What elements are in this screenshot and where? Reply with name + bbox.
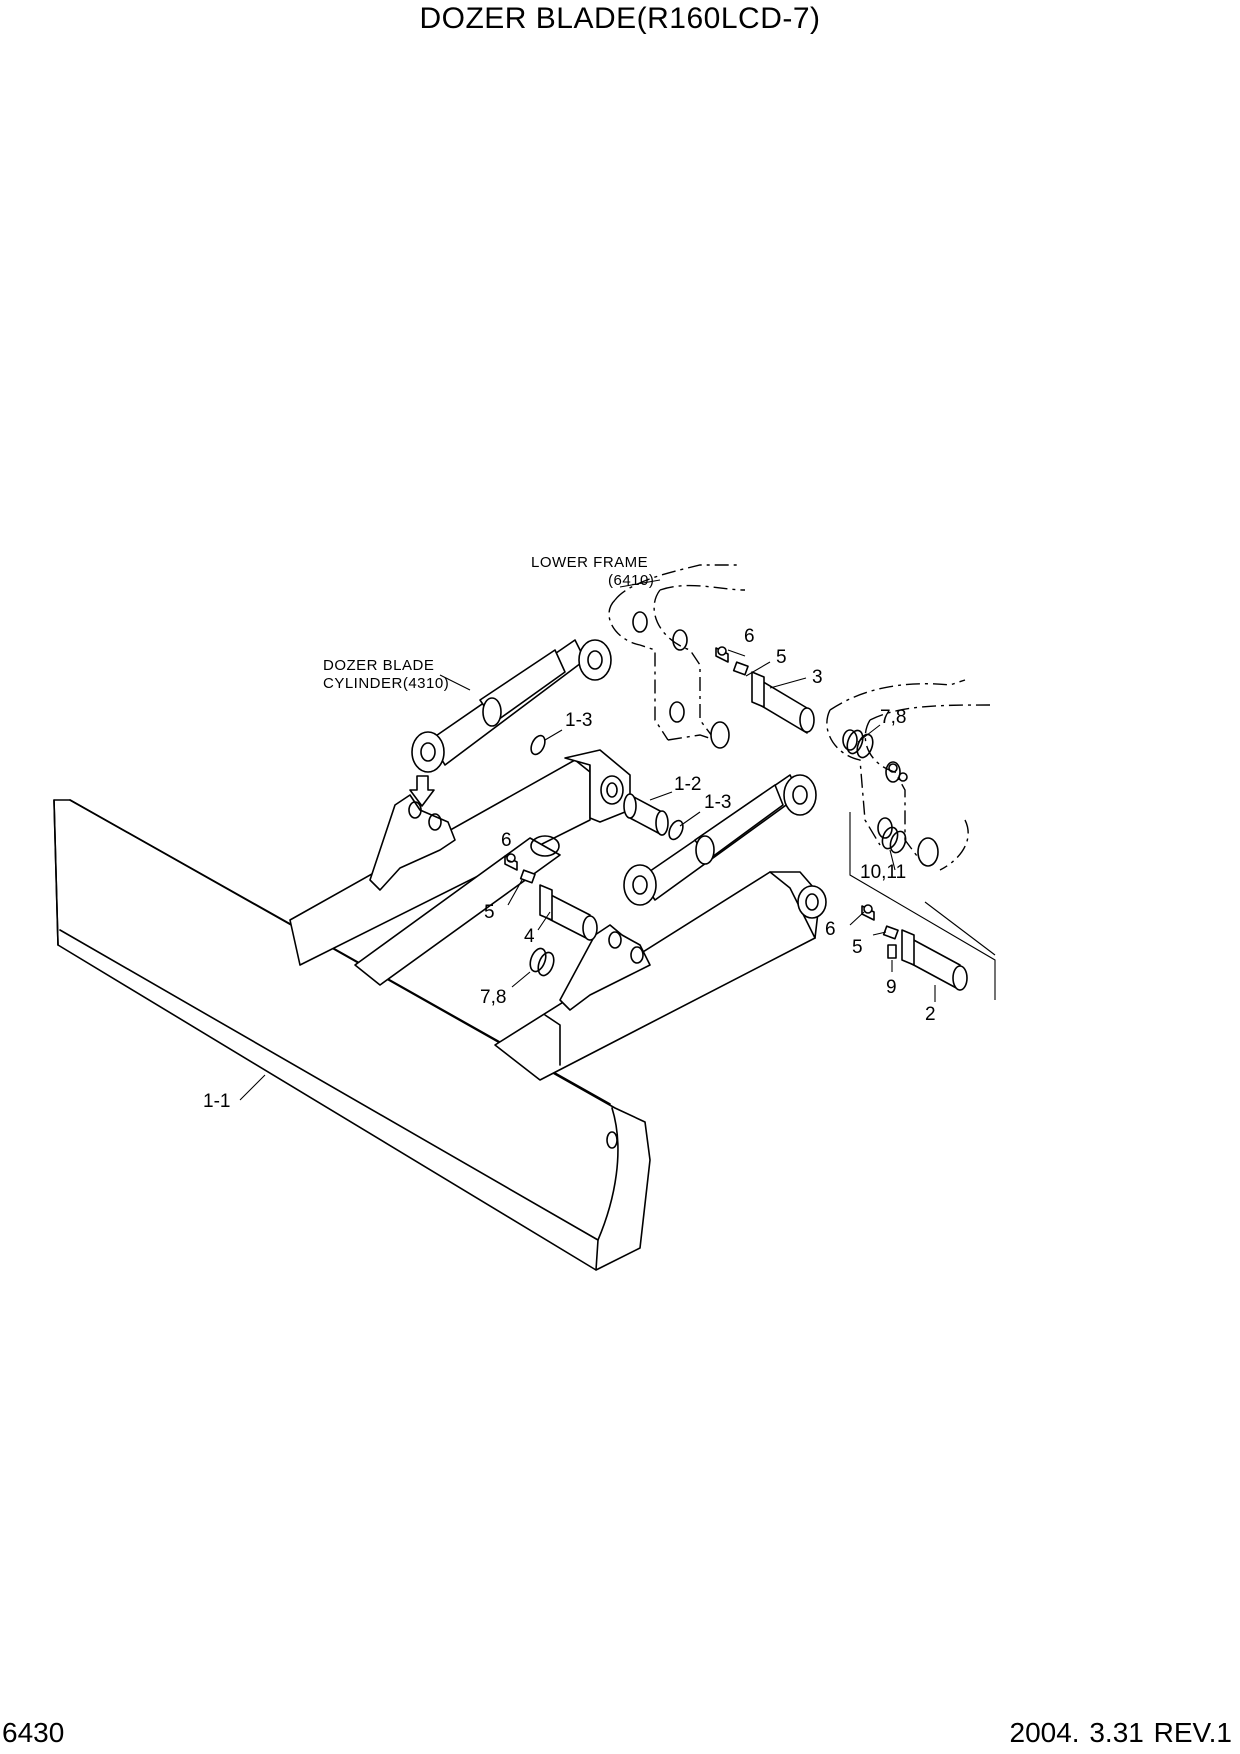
callout-2: 2: [925, 1004, 936, 1025]
push-frame: [289, 749, 827, 1081]
o-ring-a: [530, 734, 546, 756]
callout-5-right: 5: [852, 937, 863, 958]
pin-2: [849, 812, 996, 1000]
left-bracket: [369, 794, 456, 891]
callout-7-8-left: 7,8: [480, 987, 506, 1008]
lower-frame-bracket-right: [826, 679, 991, 871]
lower-frame-code: (6410): [608, 572, 654, 589]
callout-1-3-right: 1-3: [704, 792, 731, 813]
bushing: [623, 793, 669, 836]
callout-1-2: 1-2: [674, 774, 701, 795]
shim-ring-a: [529, 947, 547, 973]
callout-3: 3: [812, 667, 823, 688]
cylinder-upper: [411, 639, 612, 773]
callout-5-top: 5: [776, 647, 787, 668]
washer-a: [881, 826, 899, 850]
o-ring-b: [668, 819, 684, 841]
callout-6-mid: 6: [501, 830, 512, 851]
lower-frame-bracket-upper: [608, 564, 746, 749]
callout-9: 9: [886, 977, 897, 998]
callout-6-top: 6: [744, 626, 755, 647]
revision-date: 2004. 3.31 REV.1: [1009, 1717, 1232, 1748]
callout-1-1: 1-1: [203, 1091, 230, 1112]
leader-lines: [239, 579, 936, 1101]
shim-ring-d: [856, 733, 874, 759]
shim-ring-c: [846, 729, 864, 755]
callout-1-3-left: 1-3: [565, 710, 592, 731]
callout-5-mid: 5: [484, 902, 495, 923]
page-title: DOZER BLADE(R160LCD-7): [419, 2, 821, 35]
pin-4: [504, 853, 598, 941]
nut-icon: [888, 763, 908, 782]
callout-10-11: 10,11: [860, 862, 906, 883]
callout-7-8-right: 7,8: [880, 707, 906, 728]
callout-4: 4: [524, 926, 535, 947]
lower-frame-name: LOWER FRAME: [531, 554, 648, 571]
shim-ring-b: [537, 951, 555, 977]
callout-6-right: 6: [825, 919, 836, 940]
cylinder-code: CYLINDER(4310): [323, 675, 449, 692]
dozer-blade: [53, 799, 651, 1271]
page-number: 6430: [2, 1717, 65, 1748]
down-arrow-icon: [409, 775, 435, 807]
washer-b: [889, 830, 907, 854]
pin-3: [715, 646, 815, 734]
cylinder-name: DOZER BLADE: [323, 657, 434, 674]
cylinder-center: [623, 774, 817, 906]
right-bracket: [559, 924, 651, 1011]
